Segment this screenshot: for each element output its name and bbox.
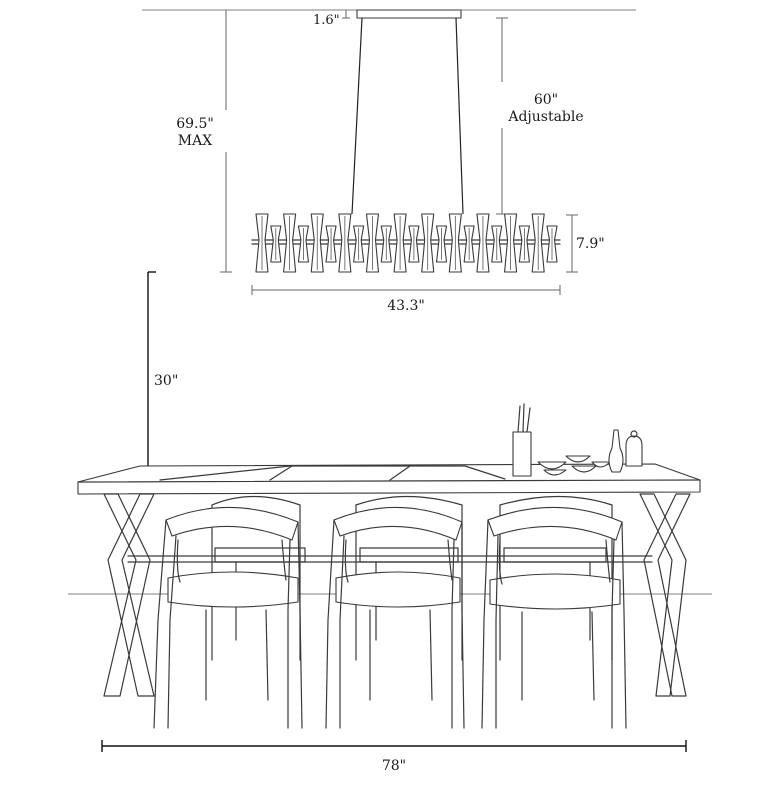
dining-table — [77, 463, 701, 697]
fixture-width-dimension: 43.3" — [251, 285, 561, 314]
table-accessories — [512, 403, 643, 477]
adjustable-dimension: 60" Adjustable — [496, 17, 584, 215]
front-chair — [153, 506, 303, 729]
canopy-height-dimension: 1.6" — [313, 10, 350, 28]
table-length-dimension: 78" — [101, 740, 687, 774]
max-drop-dimension: 69.5" MAX — [176, 10, 232, 273]
table-length-label: 78" — [382, 758, 406, 774]
vase — [608, 429, 624, 473]
fixture-height-dimension: 7.9" — [566, 214, 605, 273]
suspension-cord-right — [455, 17, 464, 215]
table-clearance-label: 30" — [154, 373, 178, 389]
front-chair — [481, 506, 627, 729]
bowl-set — [537, 455, 611, 476]
fixture-height-label: 7.9" — [576, 236, 605, 252]
max-drop-unit: MAX — [178, 133, 212, 149]
table-clearance-dimension: 30" — [147, 271, 178, 486]
teapot — [625, 430, 643, 467]
front-chair — [325, 506, 465, 729]
front-chairs — [153, 506, 627, 729]
canopy-height-label: 1.6" — [313, 13, 340, 28]
ceiling-canopy — [356, 9, 462, 19]
adjustable-unit: Adjustable — [507, 109, 583, 125]
adjustable-value: 60" — [534, 92, 558, 108]
suspension-cord-left — [351, 17, 363, 215]
fixture-width-label: 43.3" — [387, 298, 425, 314]
utensil-holder — [512, 403, 532, 477]
chandelier-fixture — [251, 213, 561, 273]
crystal-row — [255, 213, 558, 273]
max-drop-value: 69.5" — [176, 116, 214, 132]
